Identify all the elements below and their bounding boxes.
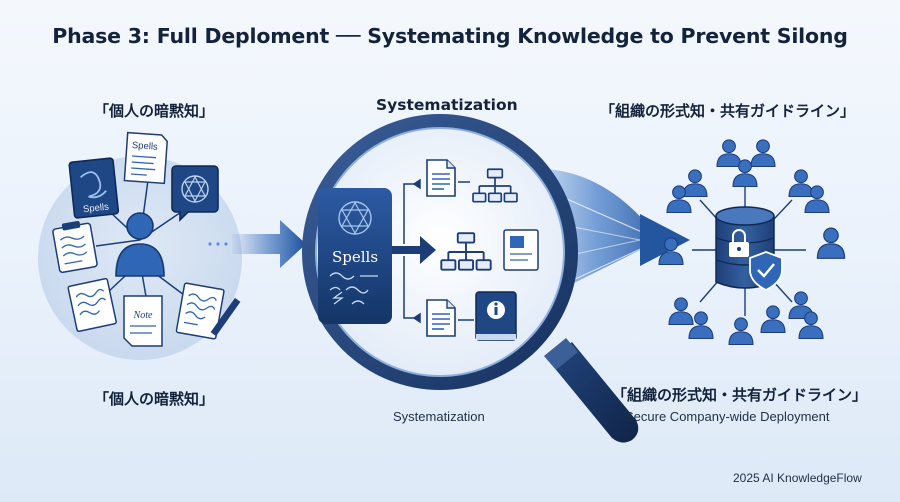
spell-card-label: Spells (82, 202, 109, 216)
spell-card-icon: Spells (68, 157, 120, 219)
person-icon (788, 169, 814, 198)
page-title: Phase 3: Full Deploment ── Systemating K… (52, 24, 848, 48)
organizational-knowledge-bottom-label: 「組織の形式知・共有ガイドライン」 (612, 386, 868, 404)
systematization-content: Spells (318, 159, 539, 341)
note-label: Note (133, 310, 153, 321)
handwritten-sheet-icon (67, 277, 117, 333)
book-icon (503, 229, 539, 271)
tacit-knowledge-top-label: 「個人の暗黙知」 (94, 102, 215, 120)
person-icon (668, 297, 694, 326)
lock-icon (729, 229, 749, 257)
spells-panel: Spells (318, 188, 392, 324)
spells-document-label: Spells (132, 140, 159, 153)
person-icon (728, 317, 754, 346)
flow-arrow-icon (208, 220, 306, 268)
panel-arrow-icon (392, 236, 436, 264)
person-icon (682, 169, 708, 198)
tacit-knowledge-cluster: Spells Spells Note (38, 131, 242, 360)
document-icon (426, 159, 456, 197)
shield-check-icon (749, 251, 783, 292)
systematization-heading: Systematization (376, 96, 518, 114)
deployment-caption: Secure Company-wide Deployment (625, 409, 830, 424)
footer-credit: 2025 AI KnowledgeFlow (733, 471, 862, 485)
person-icon (115, 212, 165, 277)
person-icon (750, 139, 776, 168)
tacit-knowledge-bottom-label: 「個人の暗黙知」 (94, 390, 215, 408)
person-icon (716, 139, 742, 168)
person-icon (816, 227, 846, 259)
clipboard-icon (52, 220, 98, 274)
organizational-knowledge-top-label: 「組織の形式知・共有ガイドライン」 (600, 102, 856, 120)
info-book-icon (475, 291, 517, 341)
person-icon (760, 305, 786, 334)
magic-circle-bubble-icon (171, 165, 219, 222)
document-icon (426, 299, 456, 337)
spells-document-icon: Spells (123, 131, 168, 185)
note-icon: Note (123, 295, 163, 347)
organization-network (658, 139, 846, 346)
systematization-caption: Systematization (393, 409, 485, 424)
person-icon (688, 311, 714, 340)
notepad-pen-icon (175, 282, 241, 340)
lens-spells-label: Spells (332, 248, 378, 266)
